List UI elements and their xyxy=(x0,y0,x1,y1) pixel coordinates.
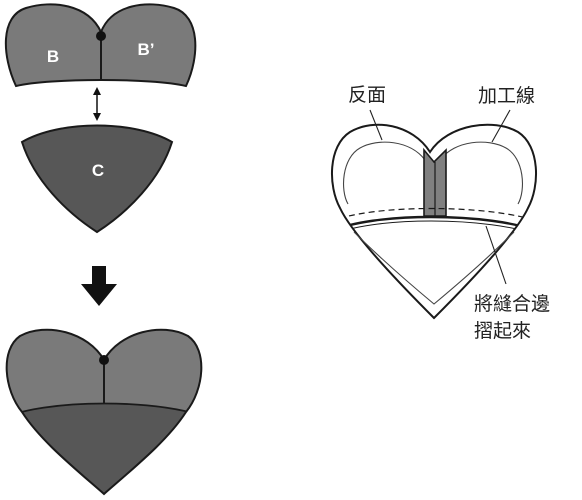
heart-outline xyxy=(5,328,203,496)
down-arrow-icon xyxy=(81,266,117,306)
fold-dashed-line xyxy=(331,207,537,223)
reverse-side-heart xyxy=(331,123,537,320)
label-fold-line2: 摺起來 xyxy=(474,320,531,342)
leader-reverse-side xyxy=(369,109,383,141)
leader-fold xyxy=(485,225,507,285)
seam-point-dot xyxy=(99,355,109,365)
label-reverse-side: 反面 xyxy=(348,84,386,106)
inner-finishing-line xyxy=(343,141,523,205)
piece-b-bprime: B B’ xyxy=(4,3,197,88)
up-down-arrow-icon xyxy=(93,87,101,121)
assembled-heart xyxy=(5,328,203,496)
label-c: C xyxy=(92,161,104,180)
inner-finishing-line-lower xyxy=(353,231,515,305)
label-finishing-line: 加工線 xyxy=(478,85,535,107)
seam-point-dot xyxy=(96,31,106,41)
label-b: B xyxy=(47,47,59,66)
label-fold-line1: 將縫合邊 xyxy=(474,293,550,315)
label-b-prime: B’ xyxy=(138,40,155,59)
leader-finishing-line xyxy=(491,109,511,143)
piece-c: C xyxy=(20,124,174,234)
heart-lower xyxy=(6,403,202,494)
wedge-shape xyxy=(20,124,174,234)
